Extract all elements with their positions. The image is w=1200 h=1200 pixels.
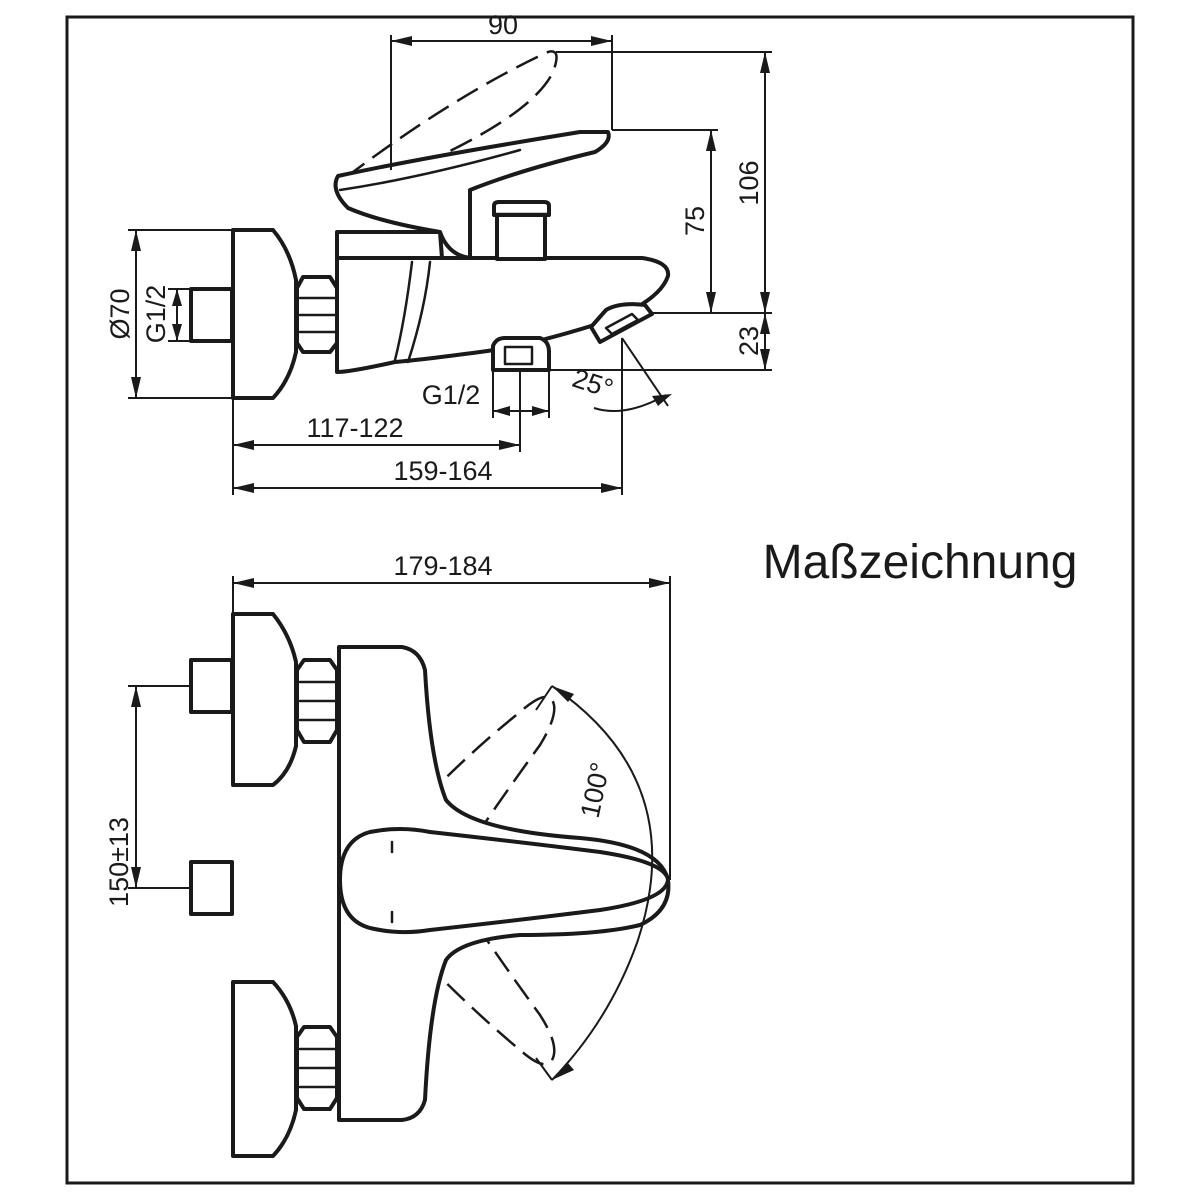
lever-handle: [338, 827, 670, 935]
spout-shade-line-2: [406, 260, 432, 364]
drawing-frame: [65, 15, 1135, 1185]
dim-g12-inlet-label: G1/2: [141, 285, 171, 344]
dim-179-arrow-right: [649, 578, 670, 588]
dim-70-arrow-bottom: [131, 377, 141, 398]
upper-rosette: [231, 612, 298, 787]
dim-90-label: 90: [488, 10, 518, 40]
cartridge-housing: [335, 230, 444, 260]
dim-150-arrow-bottom: [131, 867, 141, 888]
dim-106-arrow-top: [760, 52, 770, 73]
dim-g12-outlet-arrow-left: [493, 406, 510, 416]
dim-150-label: 150±13: [104, 817, 134, 907]
aerator: [589, 302, 654, 344]
dim-106-arrow-bottom: [760, 292, 770, 313]
dim-g12-inlet-arrow-top: [172, 289, 182, 306]
aerator-inner: [604, 312, 640, 336]
dim-23-arrow-top: [760, 313, 770, 334]
lower-rosette: [231, 980, 298, 1158]
dim-100-arrow-top: [552, 686, 574, 702]
dim-25-arrow: [652, 394, 672, 406]
diverter-stem: [495, 213, 547, 261]
dim-159-arrow-left: [233, 483, 254, 493]
dim-g12-outlet-label: G1/2: [422, 380, 481, 410]
dim-70-label: Ø70: [105, 288, 135, 339]
dim-179-arrow-left: [233, 578, 254, 588]
dim-106-label: 106: [734, 160, 764, 205]
side-view: 90 106 75 23 Ø70 G1/2: [105, 10, 772, 495]
dim-150-arrow-top: [131, 686, 141, 707]
upper-inlet-stub: [189, 658, 234, 714]
lower-inlet-stub: [189, 860, 234, 916]
dim-g12-outlet-arrow-right: [532, 406, 549, 416]
dim-100-arc: [551, 685, 654, 1081]
dim-179-label: 179-184: [393, 551, 492, 581]
inlet-stub: [189, 287, 234, 343]
outlet-connector-inner: [503, 345, 534, 366]
lever-open-position: [344, 50, 558, 180]
dim-g12-inlet-arrow-bottom: [172, 324, 182, 341]
lever: [333, 130, 611, 260]
dim-117-arrow-left: [233, 440, 254, 450]
lever-outline: [338, 148, 522, 192]
drawing-title: Maßzeichnung: [763, 536, 1078, 589]
dim-25-angle-line: [621, 337, 669, 407]
dim-159-arrow-right: [601, 483, 622, 493]
spout-shade-line: [393, 260, 414, 362]
lever-rotated-down: [399, 914, 556, 1066]
dim-117-arrow-right: [499, 440, 520, 450]
top-view: 179-184 150±13 100°: [104, 551, 671, 1158]
dim-23-arrow-bottom: [760, 349, 770, 370]
dim-100-ext-top: [535, 685, 553, 711]
dim-75-label: 75: [680, 206, 710, 236]
dim-100-label: 100°: [575, 760, 616, 821]
dim-23-label: 23: [734, 326, 764, 356]
dim-90-arrow-right: [591, 36, 612, 46]
dim-90-arrow-left: [391, 36, 412, 46]
dim-117-label: 117-122: [306, 413, 403, 443]
dim-70-arrow-top: [131, 230, 141, 251]
wall-rosette: [231, 228, 298, 400]
dim-75-arrow-bottom: [706, 292, 716, 313]
dim-75-arrow-top: [706, 130, 716, 151]
dim-100-ext-bottom: [535, 1057, 553, 1081]
dim-100-arrow-bottom: [552, 1062, 574, 1080]
dim-159-label: 159-164: [393, 456, 492, 486]
diverter-knob: [492, 200, 551, 217]
